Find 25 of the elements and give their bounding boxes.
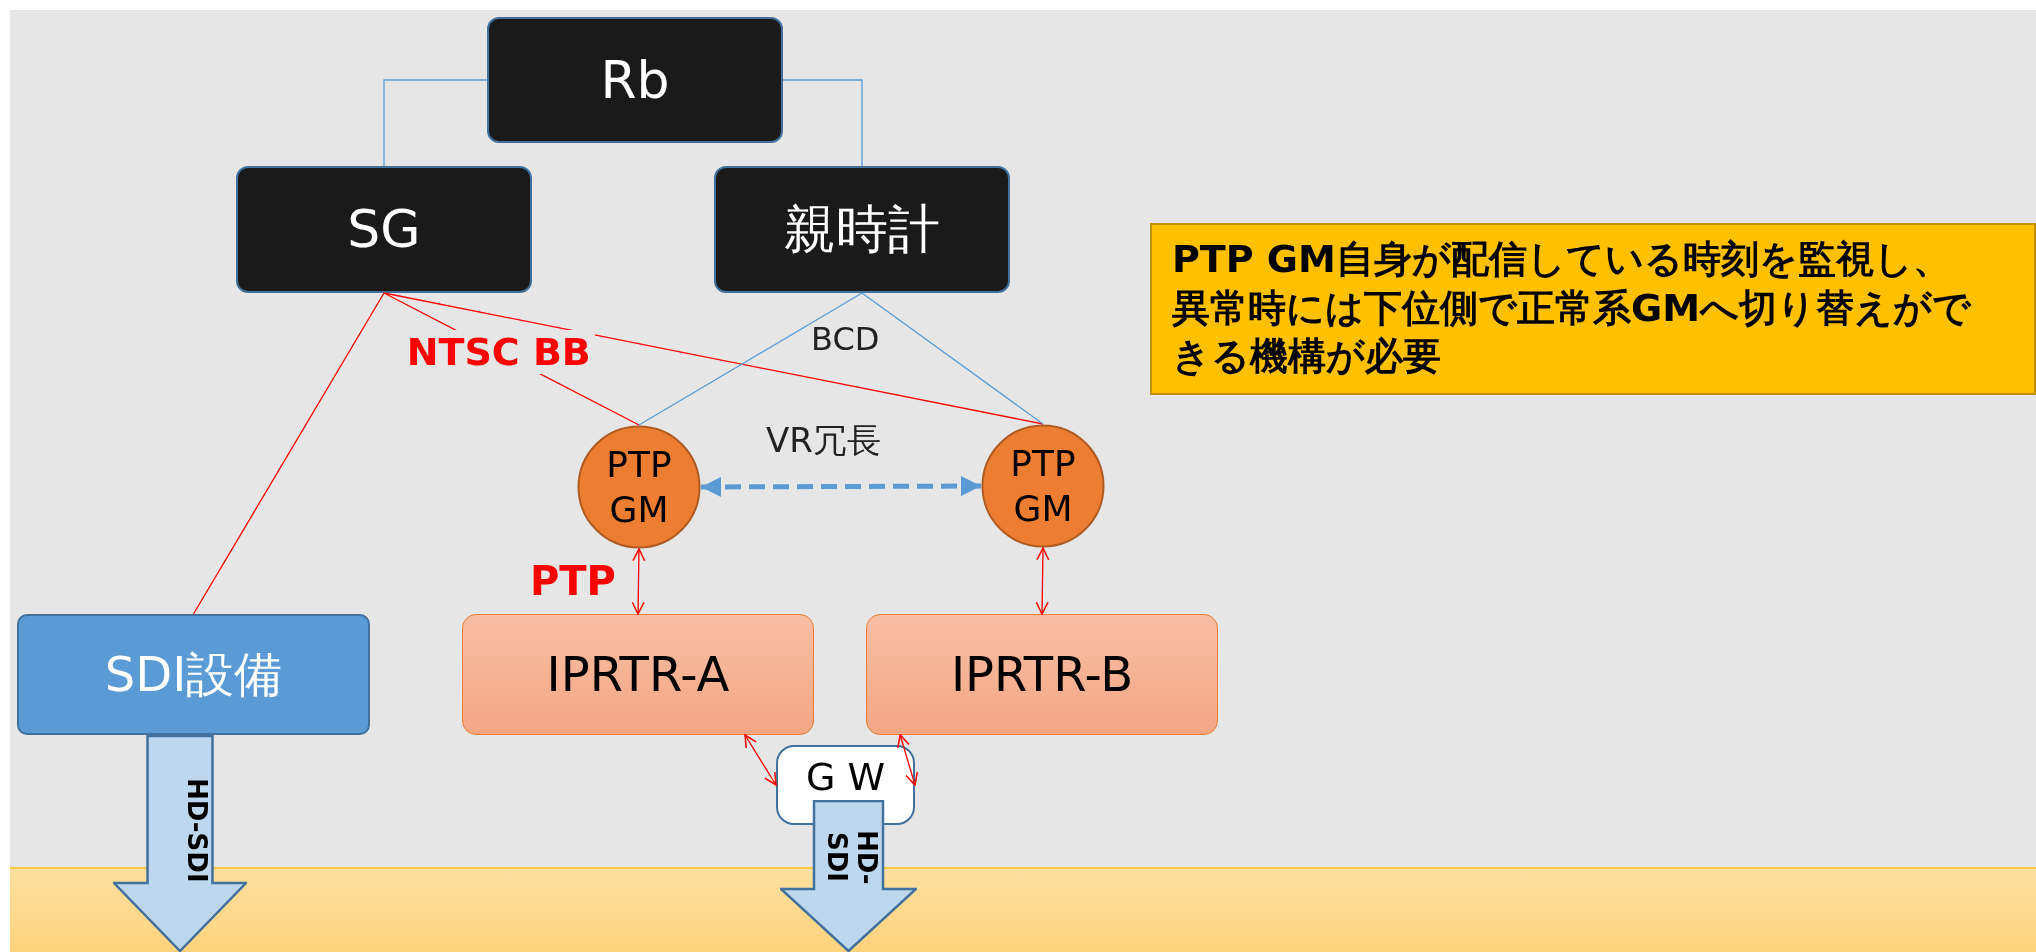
arrow xyxy=(897,734,919,786)
connector-line xyxy=(383,79,488,167)
router-box: IPRTR-A xyxy=(462,614,814,735)
connector-line xyxy=(192,292,385,615)
connector-line xyxy=(638,292,863,426)
text-label: VR冗長 xyxy=(766,419,881,462)
connector-line xyxy=(383,292,1044,425)
text-label: BCD xyxy=(811,320,880,358)
block-arrow: HD-SDI xyxy=(113,735,247,952)
arrow xyxy=(744,734,777,786)
callout-box: PTP GM自身が配信している時刻を監視し、異常時には下位側で正常系GMへ切り替えができる機構が必要 xyxy=(1150,223,2036,395)
connector-line xyxy=(782,79,863,167)
device-box: Rb xyxy=(487,17,783,143)
arrow xyxy=(1035,547,1050,615)
text-label: PTP xyxy=(530,558,616,604)
arrow xyxy=(631,548,646,615)
device-circle: PTP GM xyxy=(577,425,701,549)
block-arrow: HD-SDI xyxy=(780,800,917,952)
connector-line xyxy=(861,292,1044,425)
device-box: SG xyxy=(236,166,532,293)
device-circle: PTP GM xyxy=(981,424,1105,548)
router-box: IPRTR-B xyxy=(866,614,1218,735)
device-box: 親時計 xyxy=(714,166,1010,293)
arrow xyxy=(701,476,981,497)
equipment-box: SDI設備 xyxy=(17,614,370,735)
